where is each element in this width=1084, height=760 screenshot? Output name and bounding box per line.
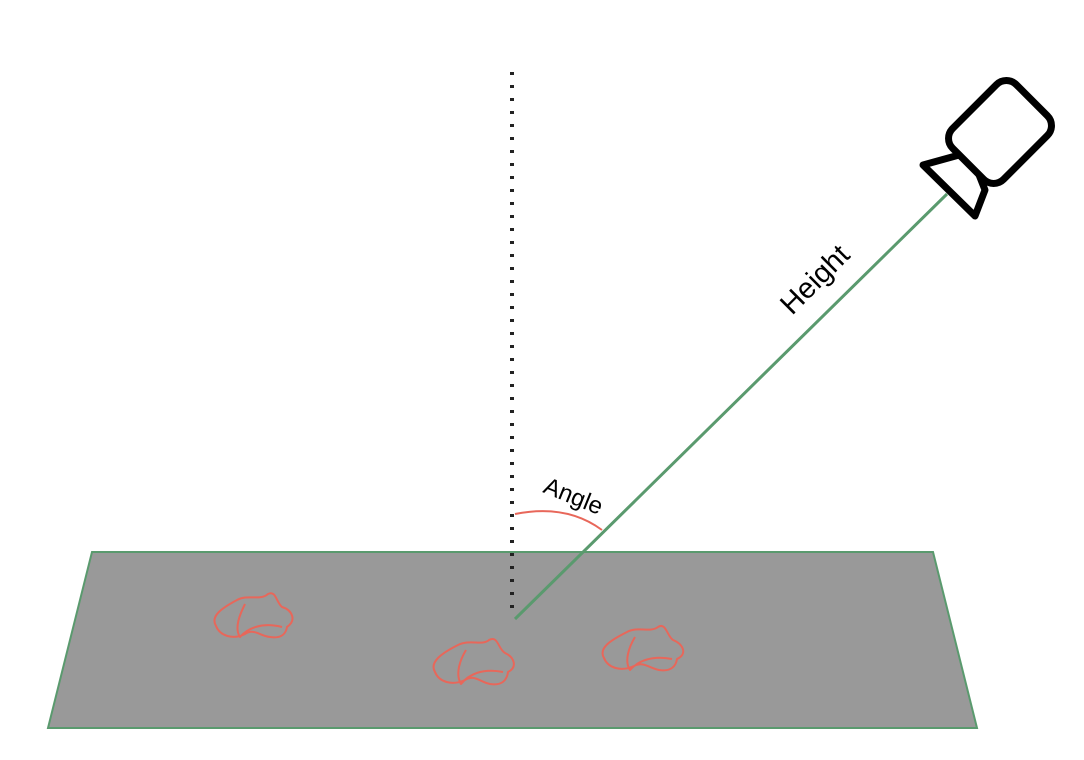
video-camera-icon bbox=[919, 77, 1055, 220]
angle-label: Angle bbox=[540, 473, 607, 521]
leaf-blob-icon bbox=[432, 637, 515, 686]
ground-object-2 bbox=[432, 637, 515, 686]
height-label: Height bbox=[774, 239, 856, 321]
ground-object-3 bbox=[601, 624, 685, 672]
leaf-blob-icon bbox=[213, 592, 294, 639]
ground-plane bbox=[46, 551, 979, 729]
camera-body bbox=[945, 77, 1055, 187]
ground-object-1 bbox=[213, 592, 294, 639]
camera-sight-line bbox=[513, 192, 949, 621]
angle-arc bbox=[514, 510, 603, 531]
leaf-blob-icon bbox=[601, 624, 685, 672]
